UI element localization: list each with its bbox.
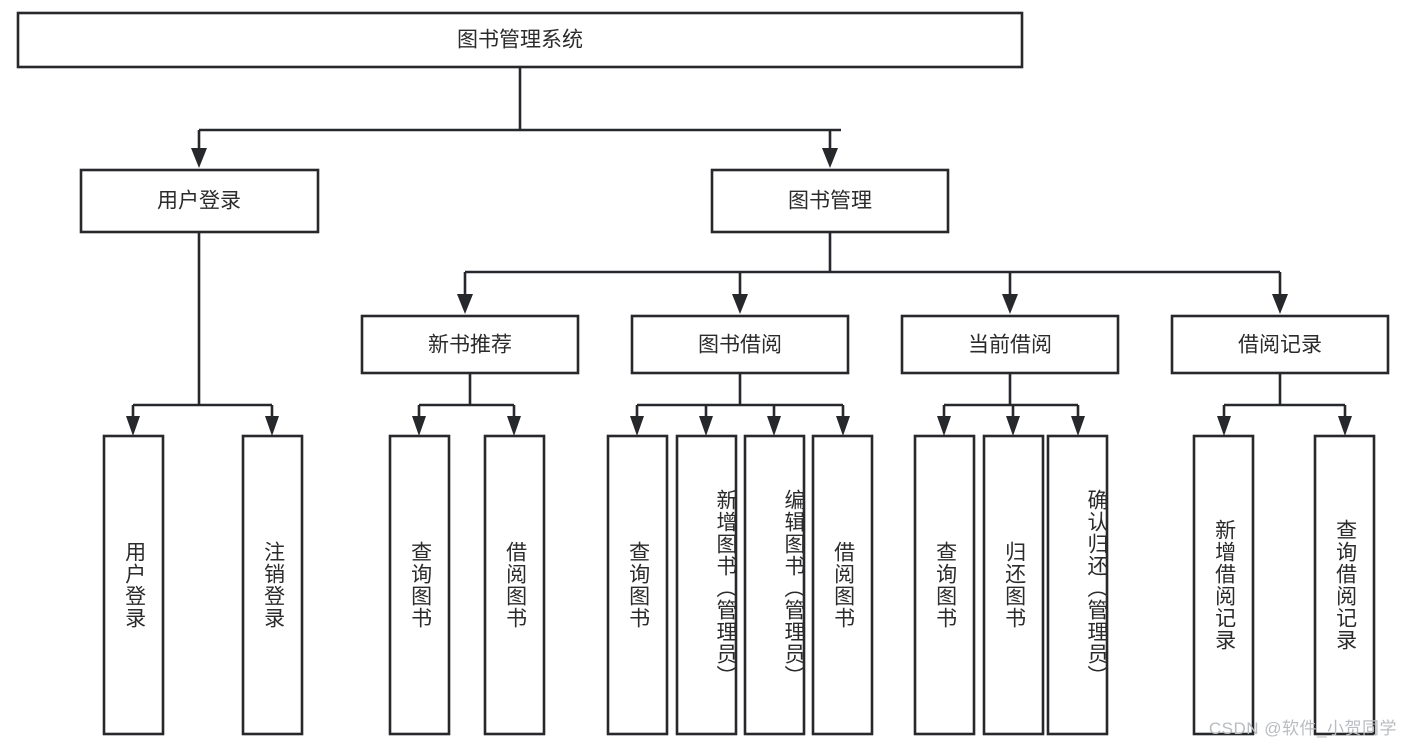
- node-user-login-label: 用户登录: [157, 190, 241, 213]
- node-current-borrow-box[interactable]: [900, 314, 1120, 375]
- arrow-head-bb-add: [699, 416, 713, 436]
- node-book-management-box[interactable]: [710, 168, 950, 234]
- connector-bookmgmt-to-level3: [457, 232, 1288, 314]
- leaf-box-logout[interactable]: [241, 434, 304, 736]
- node-book-management-label: 图书管理: [788, 190, 872, 213]
- node-current-borrow[interactable]: 当前借阅: [900, 314, 1120, 375]
- leaf-box-add-borrow-record[interactable]: [1192, 434, 1255, 736]
- arrow-head-cb-confirm: [1071, 416, 1085, 436]
- node-user-login[interactable]: 用户登录: [79, 168, 320, 234]
- node-new-book-recommend-label: 新书推荐: [428, 334, 512, 357]
- arrow-head-bb-edit: [767, 416, 781, 436]
- arrow-head-book-mgmt: [822, 148, 838, 168]
- arrow-head-user-login: [191, 148, 207, 168]
- connector-userlogin-to-leaves: [126, 232, 279, 436]
- arrow-head-current: [1002, 294, 1018, 314]
- node-root-box[interactable]: [16, 11, 1024, 69]
- leaf-box-query-book-nb[interactable]: [388, 434, 451, 736]
- arrow-head-leaf-logout: [265, 416, 279, 436]
- arrow-head-records: [1272, 294, 1288, 314]
- node-user-login-box[interactable]: [79, 168, 320, 234]
- leaf-box-query-book-bb[interactable]: [606, 434, 669, 736]
- arrow-head-newbook: [457, 294, 473, 314]
- leaf-box-borrow-book-bb[interactable]: [811, 434, 874, 736]
- arrow-head-newbook-borrow: [507, 416, 521, 436]
- arrow-head-cb-return: [1006, 416, 1020, 436]
- node-root[interactable]: 图书管理系统: [16, 11, 1024, 69]
- arrow-head-newbook-query: [412, 416, 426, 436]
- arrow-head-br-add: [1217, 416, 1231, 436]
- leaf-box-add-book-admin[interactable]: [675, 434, 738, 736]
- node-book-borrow-box[interactable]: [630, 314, 850, 375]
- csdn-watermark: CSDN @软件_小贺同学: [1208, 719, 1397, 738]
- node-borrow-record-label: 借阅记录: [1238, 334, 1322, 357]
- arrow-head-bb-query: [630, 416, 644, 436]
- arrow-head-cb-query: [937, 416, 951, 436]
- node-new-book-recommend-box[interactable]: [360, 314, 580, 375]
- node-book-borrow-label: 图书借阅: [698, 334, 782, 357]
- connector-bookborrow-to-leaves: [630, 373, 850, 436]
- connector-currentborrow-to-leaves: [937, 373, 1085, 436]
- connector-borrowrecord-to-leaves: [1217, 373, 1352, 436]
- arrow-head-leaf-userlogin: [126, 416, 140, 436]
- arrow-head-bb-borrow: [836, 416, 850, 436]
- node-book-management[interactable]: 图书管理: [710, 168, 950, 234]
- node-new-book-recommend[interactable]: 新书推荐: [360, 314, 580, 375]
- leaf-box-borrow-book-nb[interactable]: [483, 434, 546, 736]
- leaf-box-query-borrow-record[interactable]: [1313, 434, 1376, 736]
- leaf-box-confirm-return-admin[interactable]: [1046, 434, 1109, 736]
- leaf-box-return-book[interactable]: [982, 434, 1045, 736]
- arrow-head-borrow: [732, 294, 748, 314]
- leaf-box-user-login[interactable]: [102, 434, 165, 736]
- node-book-borrow[interactable]: 图书借阅: [630, 314, 850, 375]
- connector-root-to-level2: [191, 67, 841, 168]
- leaf-node-boxes: [102, 434, 1376, 736]
- node-borrow-record-box[interactable]: [1170, 314, 1390, 375]
- leaf-box-edit-book-admin[interactable]: [743, 434, 806, 736]
- node-root-label: 图书管理系统: [457, 29, 583, 52]
- node-borrow-record[interactable]: 借阅记录: [1170, 314, 1390, 375]
- leaf-box-query-book-cb[interactable]: [913, 434, 976, 736]
- connector-newbook-to-leaves: [412, 373, 521, 436]
- node-current-borrow-label: 当前借阅: [968, 334, 1052, 357]
- arrow-head-br-query: [1338, 416, 1352, 436]
